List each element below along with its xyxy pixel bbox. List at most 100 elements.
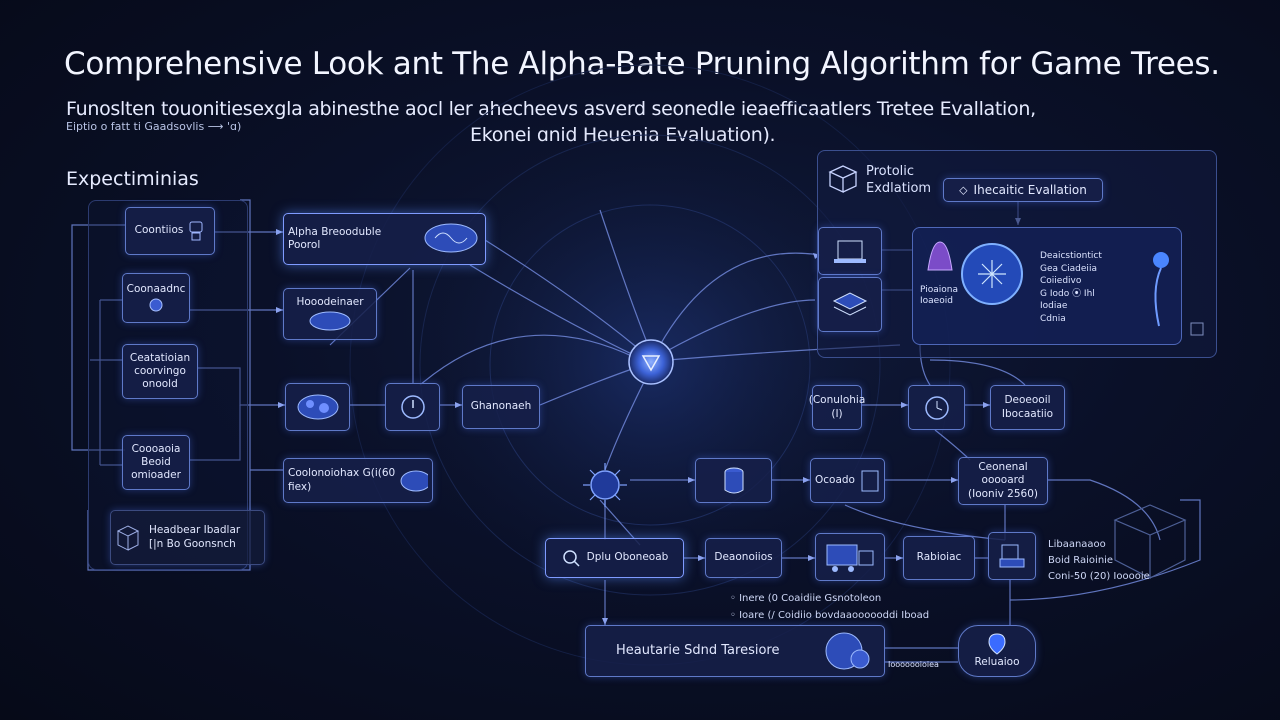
detail-list-item: Iodiae [1040, 301, 1068, 312]
node-deoeooil[interactable]: Deoeooil Ibocaatiio [990, 385, 1065, 430]
brain-icon [400, 470, 428, 491]
search-icon [562, 550, 580, 567]
node-cylinder[interactable] [695, 458, 772, 503]
node-coonaadnc[interactable]: Coonaadnc [122, 273, 190, 323]
detail-caption: Pioaiona Ioaeoid [920, 285, 958, 306]
wire [659, 252, 821, 346]
arrowhead [455, 402, 462, 408]
arrowhead [951, 477, 958, 483]
footer-label: Headbear Ibadlar [|n Bo Goonsnch [149, 524, 241, 550]
wire [604, 379, 646, 471]
node-heautarie[interactable]: Heautarie Sdnd Taresiore [585, 625, 885, 677]
node-ceatatioian[interactable]: Ceatatioian coorvingo onoold [122, 344, 198, 399]
brain-globe-icon [961, 243, 1023, 305]
timer-icon [400, 395, 425, 419]
node-coontiios[interactable]: Coontiios [125, 207, 215, 255]
page-title: Comprehensive Look ant The Alpha-Bate Pr… [64, 46, 1220, 82]
arrowhead [602, 618, 608, 625]
wire [1047, 479, 1161, 541]
node-alpha-pruning[interactable]: Alpha Breooduble Poorol [283, 213, 486, 265]
heuristic-evaluation-badge[interactable]: ⬦ Ihecaitic Evallation [943, 178, 1103, 202]
node-chair[interactable] [988, 532, 1036, 580]
central-hub [628, 339, 674, 385]
arrowhead [276, 229, 283, 235]
arrowhead [803, 477, 810, 483]
wire [198, 367, 285, 406]
subtitle-line-1: Funoslten touonitiesexgla abinesthe aocl… [66, 98, 1036, 120]
figure-icon [1153, 252, 1169, 327]
brain-icon [424, 223, 478, 253]
node-label: Deoeooil Ibocaatiio [1001, 394, 1054, 420]
detail-list-item: G Iodo ⦿ Ihl [1040, 288, 1095, 299]
gem-icon [927, 241, 953, 271]
wire [190, 405, 241, 461]
database-icon [724, 467, 743, 493]
node-label: Ghanonaeh [470, 400, 532, 413]
node-machine[interactable] [815, 533, 885, 581]
node-reluaioo[interactable]: Reluaioo [958, 625, 1036, 677]
node-label: Deaonoiios [714, 551, 773, 564]
arrowhead [896, 555, 903, 561]
evaluation-detail-card [912, 227, 1182, 345]
wire [484, 239, 641, 351]
node-label: Ceatatioian coorvingo onoold [129, 351, 191, 391]
detail-list: Deaicstiontict Gea Ciadeiia Coiiedivo G … [1040, 250, 1102, 326]
node-deaonoiios[interactable]: Deaonoiios [705, 538, 782, 578]
node-conulohia[interactable]: (Conulohia (I) [809, 385, 865, 430]
node-label: Reluaioo [974, 656, 1020, 669]
node-label: (Conulohia (I) [808, 394, 866, 420]
wire [99, 299, 122, 465]
shield-icon [641, 355, 661, 372]
brain-icon [297, 394, 338, 420]
wire [844, 504, 1006, 541]
node-label: Hooodeinaer [296, 296, 364, 309]
brain-icon [149, 298, 163, 312]
wire [539, 367, 636, 406]
link-label: Iooooooioiea [888, 660, 939, 669]
badge-label: Ihecaitic Evallation [973, 182, 1087, 197]
cup-icon [861, 470, 879, 491]
robot-icon [189, 221, 203, 241]
layers-icon [832, 291, 868, 316]
wire [469, 264, 641, 359]
burst-node [583, 463, 627, 507]
detail-list-item: Coiiedivo [1040, 276, 1082, 287]
node-clock[interactable] [908, 385, 965, 430]
node-ocoado[interactable]: Ocoado [810, 458, 885, 503]
node-heuristic-footer[interactable]: Headbear Ibadlar [|n Bo Goonsnch [110, 510, 265, 565]
wire [664, 299, 816, 353]
badge-icon: ⬦ [959, 182, 968, 197]
node-ghanonaeh[interactable]: Ghanonaeh [462, 385, 540, 429]
node-label: Coontiios [134, 224, 184, 237]
node-coooaoia[interactable]: Coooaoia Beoid omioader [122, 435, 190, 490]
node-layers[interactable] [818, 277, 882, 332]
corner-icon [1190, 322, 1204, 336]
arrowhead [901, 402, 908, 408]
node-device[interactable] [818, 227, 882, 275]
node-ceonenal[interactable]: Ceonenal ooooard (Iooniv 2560) [958, 457, 1048, 505]
node-hooodeinaer[interactable]: Hooodeinaer [283, 288, 377, 340]
detail-list-item: Deaicstiontict [1040, 251, 1102, 261]
node-label: Ceonenal ooooard (Iooniv 2560) [968, 461, 1038, 500]
node-coolonoiohax[interactable]: Coolonoiohax G(i(60 fiex) [283, 458, 433, 503]
node-dplu-oboneoab[interactable]: Dplu Oboneoab [545, 538, 684, 578]
node-rabioiac[interactable]: Rabioiac [903, 536, 975, 580]
right-note: Libaanaaoo Boid Raioinie Coni-50 (20) Io… [1048, 539, 1150, 582]
node-label: Ocoado [815, 473, 855, 486]
cube-icon [1113, 504, 1187, 579]
arrowhead [808, 555, 815, 561]
node-clock-lock[interactable] [385, 383, 440, 431]
pin-icon [988, 633, 1006, 656]
wire [71, 224, 125, 451]
node-label: Coonaadnc [126, 283, 186, 296]
node-label: Rabioiac [916, 551, 962, 564]
section-label-expectiminias: Expectiminias [66, 168, 199, 190]
bullet-item: ◦ Ioare (/ Coidiio bovdaaoooooddi Iboad [730, 610, 930, 621]
subtitle-tiny: Eiptio o fatt ti Gaadsovlis ⟶ 'ɑ) [66, 120, 242, 133]
node-brain-cluster[interactable] [285, 383, 350, 431]
node-label: Heautarie Sdnd Taresiore [616, 642, 780, 658]
arrowhead [698, 555, 705, 561]
wire [929, 359, 1026, 386]
arrowhead [278, 402, 285, 408]
